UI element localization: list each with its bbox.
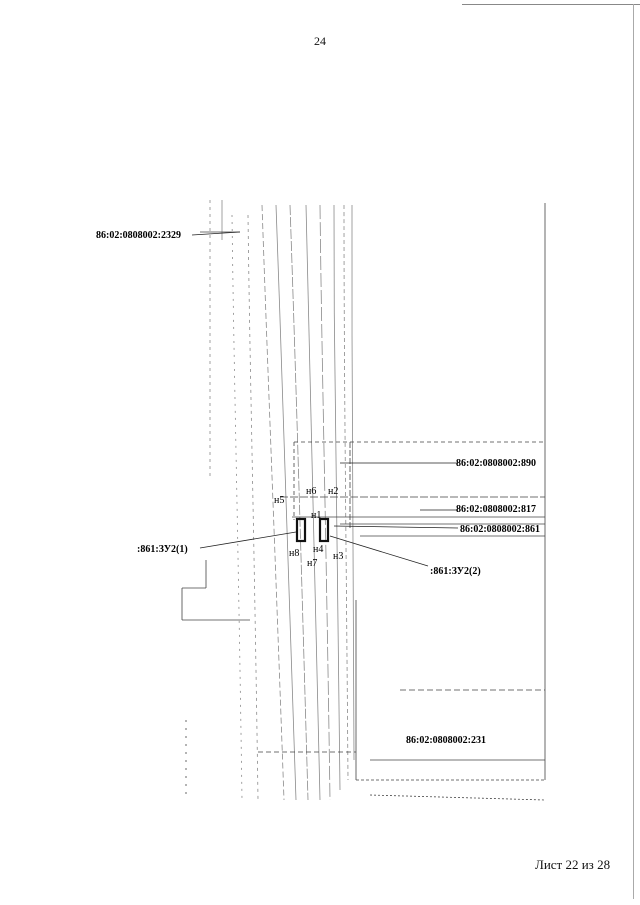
- parcel-label-231: 86:02:0808002:231: [406, 735, 486, 746]
- parcel-label-817: 86:02:0808002:817: [456, 504, 536, 515]
- point-label-n3: н3: [333, 551, 343, 562]
- plot-zu2-1-shape: [295, 517, 307, 543]
- point-label-n5: н5: [274, 495, 284, 506]
- scan-edge-right: [633, 4, 634, 899]
- point-label-n4: н4: [313, 544, 323, 555]
- page-number: 24: [314, 34, 326, 48]
- plot-label-zu2-1: :861:ЗУ2(1): [137, 544, 188, 555]
- parcel-label-861: 86:02:0808002:861: [460, 524, 540, 535]
- leader-lines: [191, 231, 459, 567]
- plot-zu2-2-shape: [318, 517, 330, 543]
- parcel-label-890: 86:02:0808002:890: [456, 458, 536, 469]
- parcel-boundaries: [181, 203, 546, 801]
- scan-edge-top: [462, 4, 640, 5]
- point-label-n6: н6: [306, 486, 316, 497]
- point-label-n2: н2: [328, 486, 338, 497]
- point-label-n7: н7: [307, 558, 317, 569]
- point-label-n8: н8: [289, 548, 299, 559]
- parcel-label-2329: 86:02:0808002:2329: [96, 230, 181, 241]
- plot-label-zu2-2: :861:ЗУ2(2): [430, 566, 481, 577]
- sheet-number: Лист 22 из 28: [535, 857, 611, 872]
- point-label-n1: н1: [311, 510, 321, 521]
